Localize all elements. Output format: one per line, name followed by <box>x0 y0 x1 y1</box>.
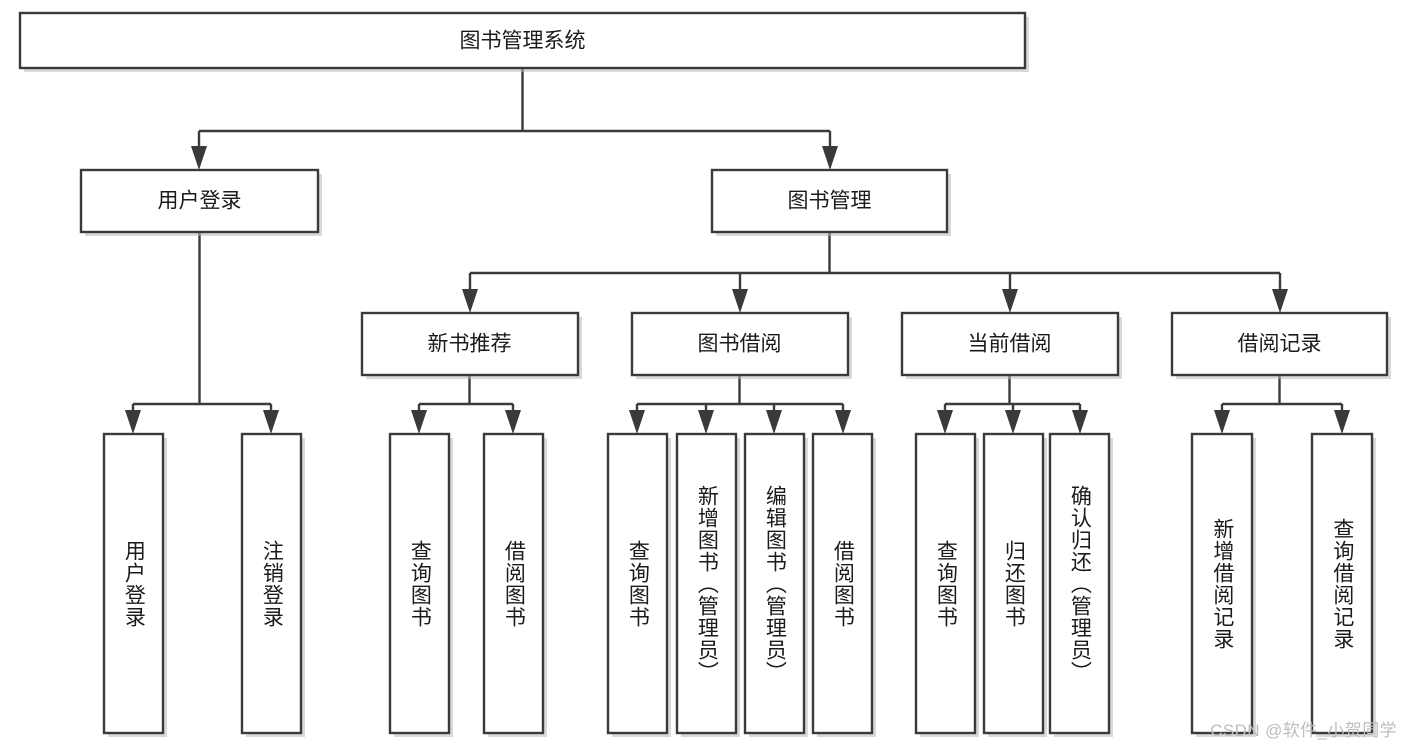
arrow-leaf-br-add <box>1214 410 1230 434</box>
leaf-box-add-book-admin[interactable] <box>675 432 740 737</box>
edge-userlogin-to-bus <box>131 232 273 420</box>
edge-root-to-bus <box>197 68 832 156</box>
leaf-box-logout[interactable] <box>240 432 305 737</box>
leaf-box-return-book[interactable] <box>982 432 1047 737</box>
arrow-to-current-borrow <box>1002 289 1018 313</box>
arrow-leaf-bb-edit <box>766 410 782 434</box>
node-book-management-label: 图书管理 <box>788 190 872 213</box>
arrow-leaf-newbook-borrow <box>505 410 521 434</box>
arrow-leaf-bb-query <box>629 410 645 434</box>
watermark: CSDN @软件_小贺同学 <box>1210 721 1397 740</box>
leaf-box-query-borrow-record[interactable] <box>1310 432 1376 737</box>
node-current-borrow[interactable]: 当前借阅 <box>900 311 1122 379</box>
arrow-to-book-borrow <box>732 289 748 313</box>
leaf-box-confirm-return-admin[interactable] <box>1048 432 1113 737</box>
edge-layer <box>125 68 1350 434</box>
edge-bookborrow-to-bus <box>635 375 845 420</box>
node-borrow-record[interactable]: 借阅记录 <box>1170 311 1391 379</box>
leaf-box-query-book-3[interactable] <box>914 432 979 737</box>
leaf-box-query-book-2[interactable] <box>606 432 671 737</box>
arrow-leaf-user-login <box>125 410 141 434</box>
arrow-leaf-cb-return <box>1005 410 1021 434</box>
leaf-box-user-login[interactable] <box>102 432 167 737</box>
edge-bookmgmt-to-bus <box>468 232 1282 299</box>
node-new-book-recommend[interactable]: 新书推荐 <box>360 311 582 379</box>
arrow-to-borrow-record <box>1272 289 1288 313</box>
arrow-leaf-br-query <box>1334 410 1350 434</box>
node-borrow-record-label: 借阅记录 <box>1238 333 1322 356</box>
edge-newbook-to-bus <box>417 375 515 420</box>
leaf-box-query-book-1[interactable] <box>388 432 453 737</box>
arrow-leaf-newbook-query <box>411 410 427 434</box>
arrow-leaf-bb-borrow <box>835 410 851 434</box>
leaf-box-add-borrow-record[interactable] <box>1190 432 1256 737</box>
node-new-book-recommend-label: 新书推荐 <box>428 333 512 356</box>
arrow-to-new-book-rec <box>462 289 478 313</box>
leaf-box-borrow-book-2[interactable] <box>811 432 876 737</box>
leaf-box-edit-book-admin[interactable] <box>743 432 808 737</box>
arrow-leaf-bb-add <box>698 410 714 434</box>
node-current-borrow-label: 当前借阅 <box>968 333 1052 356</box>
arrow-to-book-mgmt <box>822 146 838 170</box>
arrow-leaf-cb-query <box>937 410 953 434</box>
node-book-management[interactable]: 图书管理 <box>710 168 951 236</box>
node-book-borrow-label: 图书借阅 <box>698 333 782 356</box>
arrow-leaf-logout <box>263 410 279 434</box>
node-user-login-label: 用户登录 <box>158 190 242 213</box>
node-user-login[interactable]: 用户登录 <box>79 168 322 236</box>
arrow-leaf-cb-confirm <box>1072 410 1088 434</box>
node-layer: 图书管理系统 用户登录 图书管理 新书推荐 <box>18 11 1391 737</box>
edge-borrowrecord-to-bus <box>1220 375 1344 420</box>
arrow-to-user-login <box>191 146 207 170</box>
node-root-label: 图书管理系统 <box>460 30 586 53</box>
node-root[interactable]: 图书管理系统 <box>18 11 1029 72</box>
node-book-borrow[interactable]: 图书借阅 <box>630 311 852 379</box>
leaf-box-borrow-book-1[interactable] <box>482 432 547 737</box>
